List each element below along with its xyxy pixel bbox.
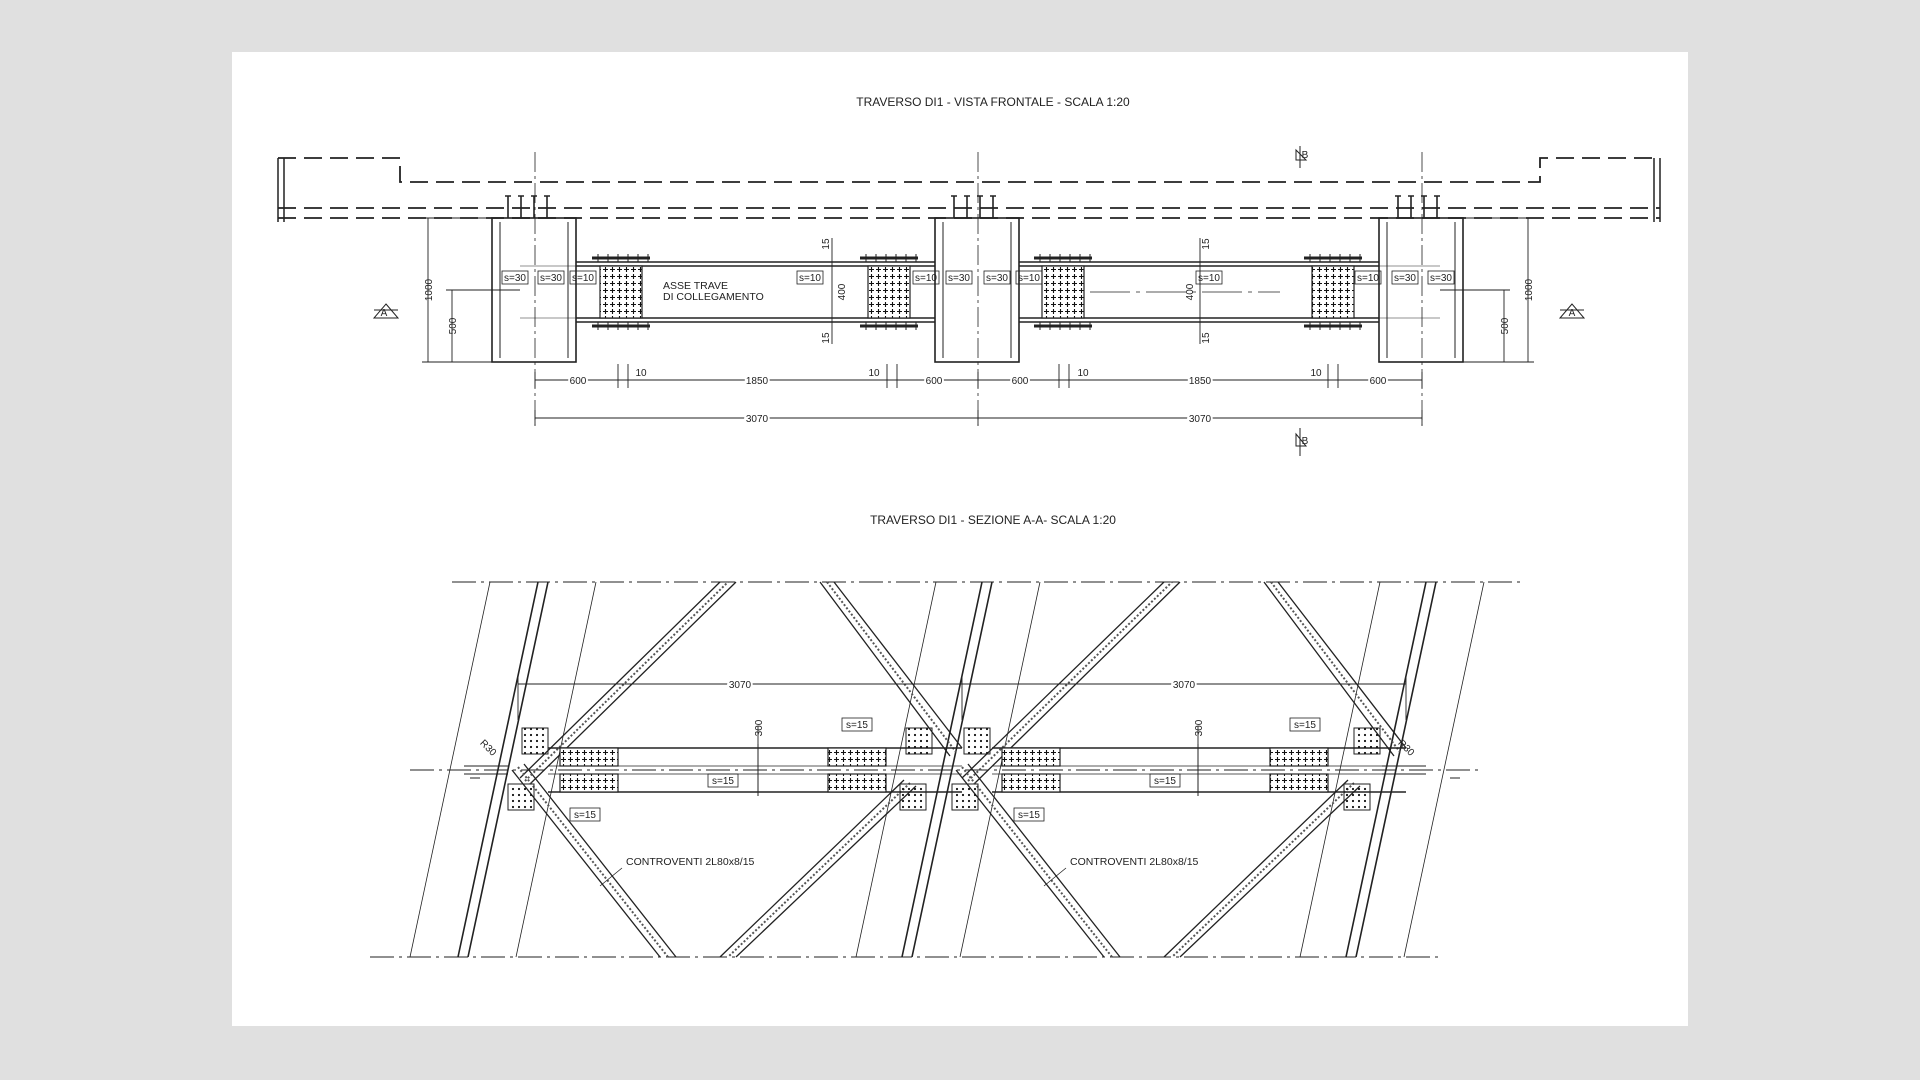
deck-ends [277,158,1661,222]
bracing-diagonals [511,581,1407,958]
plate-tag: s=10 [915,273,937,284]
plan-plate-tag: s=15 [574,810,596,821]
dim-15: 15 [1201,238,1212,250]
plate-tag: s=30 [1394,273,1416,284]
dim-1850: 1850 [746,376,769,387]
plan-plate-tags [569,717,1321,822]
dim-500: 500 [448,317,459,334]
plate-tag: s=30 [540,273,562,284]
plate-tag: s=30 [1430,273,1452,284]
plan-dim-3070: 3070 [729,680,752,691]
dim-15: 15 [821,238,832,250]
dim-600: 600 [1012,376,1029,387]
plan-dim-300: 300 [754,719,765,736]
dim-15: 15 [821,332,832,344]
beam-axis-note: DI COLLEGAMENTO [663,291,764,303]
cut-lines [370,581,1520,958]
dim-10: 10 [1310,368,1322,379]
plan-plate-tag: s=15 [712,776,734,787]
plate-tag: s=30 [948,273,970,284]
bracing-leaders [599,867,1067,887]
section-mark-b: B [1302,150,1309,161]
dim-1000: 1000 [424,278,435,301]
plate-tag: s=10 [1198,273,1220,284]
vertical-dimensions [422,217,1534,363]
deck-outline [278,157,1660,219]
plate-tags [501,270,1455,285]
front-view: TRAVERSO DI1 - VISTA FRONTALE - SCALA 1:… [277,95,1661,456]
dim-400: 400 [837,283,848,300]
plate-tag: s=30 [986,273,1008,284]
dim-600: 600 [570,376,587,387]
horizontal-dimensions [534,364,1423,426]
plate-tag: s=30 [504,273,526,284]
gusset-plates [507,727,1381,811]
plate-tag: s=10 [572,273,594,284]
drawing-sheet [232,52,1688,1026]
dim-15: 15 [1201,332,1212,344]
dim-1850: 1850 [1189,376,1212,387]
dim-3070: 3070 [746,414,769,425]
bracing-label: CONTROVENTI 2L80x8/15 [1070,856,1199,868]
section-markers [372,146,1586,456]
dim-600: 600 [1370,376,1387,387]
plate-tag: s=10 [1357,273,1379,284]
section-mark-b: B [1302,436,1309,447]
slanted-girders [457,581,1437,958]
shear-studs [505,195,1440,218]
dim-10: 10 [635,368,647,379]
dim-1000: 1000 [1524,278,1535,301]
plan-plate-tag: s=15 [1294,720,1316,731]
end-plates [464,765,1460,779]
bracing-dots [517,581,1401,958]
cross-beams [520,261,1440,323]
dim-600: 600 [926,376,943,387]
beam-axis-note: ASSE TRAVE [663,280,728,292]
dim-10: 10 [868,368,880,379]
dim-3070: 3070 [1189,414,1212,425]
radius-r30: R30 [477,738,498,759]
bracing-label: CONTROVENTI 2L80x8/15 [626,856,755,868]
plan-plate-tag: s=15 [846,720,868,731]
section-mark-a: A [1569,308,1576,319]
section-view-title: TRAVERSO DI1 - SEZIONE A-A- SCALA 1:20 [870,513,1116,527]
plan-beams [548,744,1406,796]
dim-500: 500 [1500,317,1511,334]
plan-dim-3070: 3070 [1173,680,1196,691]
dim-10: 10 [1077,368,1089,379]
section-view: TRAVERSO DI1 - SEZIONE A-A- SCALA 1:20 [370,513,1520,958]
plan-dimensions [517,676,1407,744]
plan-dim-300: 300 [1194,719,1205,736]
dim-400: 400 [1185,283,1196,300]
slanted-girder-flanges [409,581,1485,958]
plate-tag: s=10 [1018,273,1040,284]
splice-bolts [592,254,1362,330]
section-mark-a: A [381,308,388,319]
plan-plate-tag: s=15 [1018,810,1040,821]
plate-tag: s=10 [799,273,821,284]
front-view-title: TRAVERSO DI1 - VISTA FRONTALE - SCALA 1:… [856,95,1130,109]
plan-bolt-groups [559,747,1329,793]
plan-plate-tag: s=15 [1154,776,1176,787]
